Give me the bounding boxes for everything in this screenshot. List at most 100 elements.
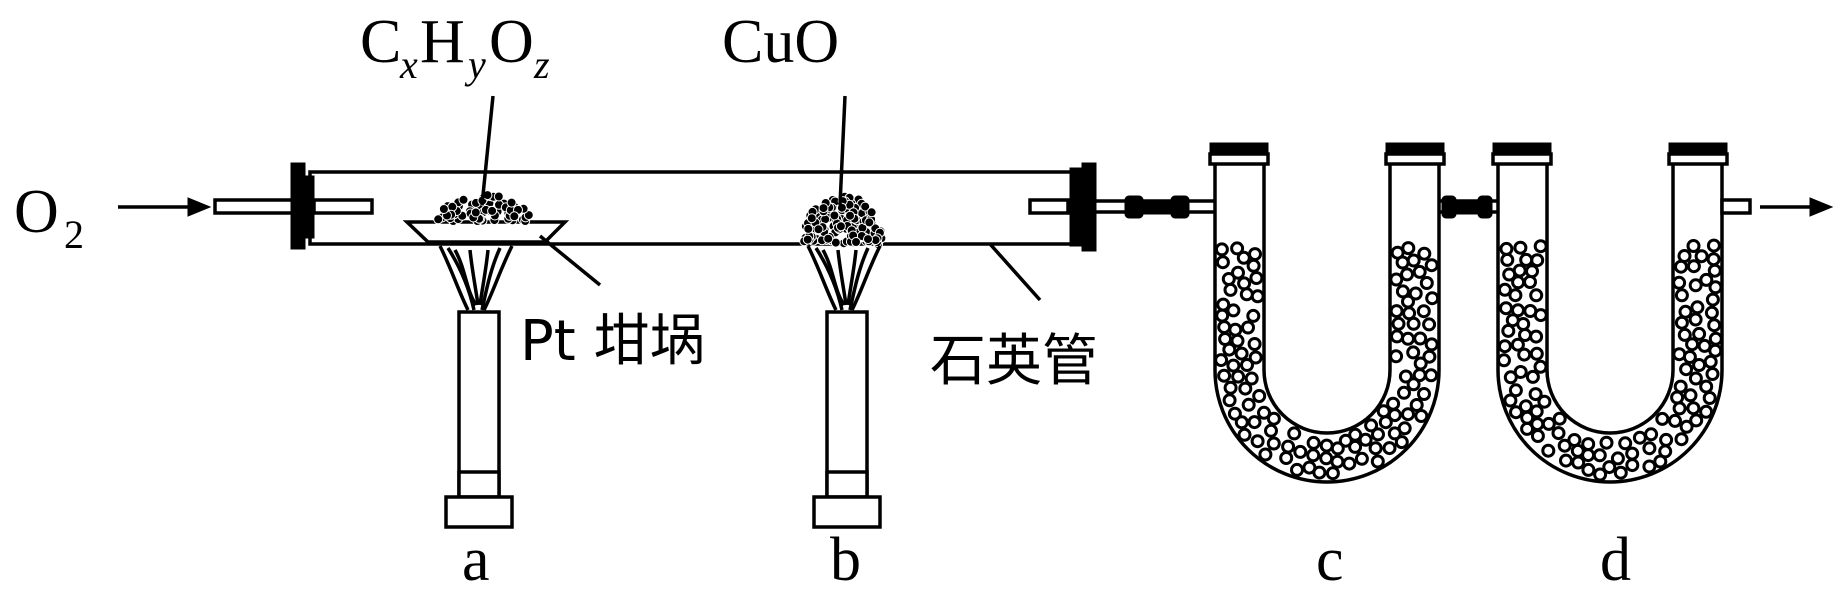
granule (1422, 317, 1437, 332)
granule (1530, 429, 1545, 443)
granule (1227, 406, 1242, 421)
granule (487, 205, 498, 216)
granule (1247, 337, 1262, 351)
granule (1508, 383, 1523, 398)
granule (1529, 329, 1544, 344)
granule (1689, 413, 1704, 428)
granule (1699, 404, 1714, 419)
granule (1325, 466, 1340, 481)
granule (863, 234, 873, 245)
formula-o: O (489, 8, 534, 76)
granule (1688, 278, 1703, 293)
granule (1679, 419, 1694, 434)
sample-formula-label: C x H y O z (360, 8, 550, 87)
granule (1246, 308, 1261, 323)
alcohol-burner-icon (438, 245, 514, 529)
u-tube-icon (1491, 142, 1752, 484)
granule (1406, 253, 1421, 268)
granule (1387, 408, 1402, 423)
granule (1557, 438, 1572, 453)
granule (1513, 240, 1528, 255)
o2-subscript: 2 (64, 212, 84, 257)
label-a: a (462, 526, 490, 593)
granule (1673, 379, 1688, 394)
granule (823, 233, 834, 244)
granule (1509, 405, 1523, 420)
granule (1706, 238, 1721, 253)
granule (1342, 456, 1357, 471)
granule (1525, 264, 1539, 279)
granule (1559, 453, 1573, 468)
tube-leader-line (988, 242, 1042, 302)
granule (1642, 459, 1657, 474)
granule (1330, 441, 1345, 456)
pt-crucible-label: Pt 坩埚 (520, 309, 706, 374)
granule (1519, 252, 1534, 267)
granule (1541, 443, 1556, 458)
granule (1659, 432, 1674, 447)
granule (1237, 276, 1252, 291)
granule (1683, 388, 1698, 403)
granule (1529, 346, 1544, 361)
granule (1387, 426, 1402, 441)
granule (1510, 337, 1525, 352)
granule (1247, 415, 1262, 430)
granule (506, 197, 517, 208)
granule (1358, 432, 1373, 447)
granule (1279, 451, 1294, 465)
granule (1237, 427, 1252, 442)
cuo-leader-line (838, 95, 847, 206)
granule (1571, 455, 1586, 470)
granule (1686, 239, 1701, 253)
granule (1508, 288, 1523, 303)
granule (1694, 249, 1709, 264)
quartz-tube-label: 石英管 (930, 329, 1098, 394)
granule (1699, 272, 1714, 287)
granule (1266, 436, 1281, 451)
granule (1677, 327, 1692, 342)
granule (1686, 259, 1701, 274)
connector-tube-1 (1096, 195, 1215, 219)
granule (1246, 258, 1261, 273)
formula-z: z (533, 42, 550, 87)
granule (470, 207, 481, 218)
granule (1679, 362, 1694, 377)
granule (1529, 404, 1544, 419)
granule (1257, 405, 1271, 420)
granule (1406, 377, 1421, 392)
granule (1240, 358, 1254, 372)
granule (1503, 393, 1518, 408)
granule (1702, 391, 1717, 405)
granule (1417, 246, 1432, 261)
granule (1518, 328, 1532, 342)
granule (1236, 250, 1251, 265)
granule (1502, 267, 1517, 282)
granule (1408, 286, 1423, 301)
granule (1670, 390, 1685, 405)
granule (1708, 280, 1723, 295)
sample-granules (433, 190, 534, 226)
granule (1330, 454, 1345, 469)
granule (1306, 448, 1321, 463)
granule (1389, 304, 1404, 319)
granule (1525, 369, 1540, 384)
granule (1705, 367, 1720, 381)
granule (1395, 284, 1410, 299)
granule (1668, 413, 1682, 428)
label-d: d (1600, 526, 1631, 593)
granule (1655, 411, 1670, 426)
granule (1685, 337, 1700, 352)
granule (1416, 304, 1431, 319)
granule (860, 201, 871, 212)
granule (1497, 282, 1512, 297)
granule (1238, 381, 1253, 396)
granule (1682, 350, 1697, 364)
granule (1222, 393, 1237, 408)
granule (1258, 447, 1273, 462)
granule (1592, 448, 1607, 463)
left-stopper (290, 162, 374, 250)
granule (1249, 271, 1264, 285)
granule (1678, 304, 1693, 319)
granule (1523, 275, 1537, 289)
granule (1234, 346, 1249, 361)
